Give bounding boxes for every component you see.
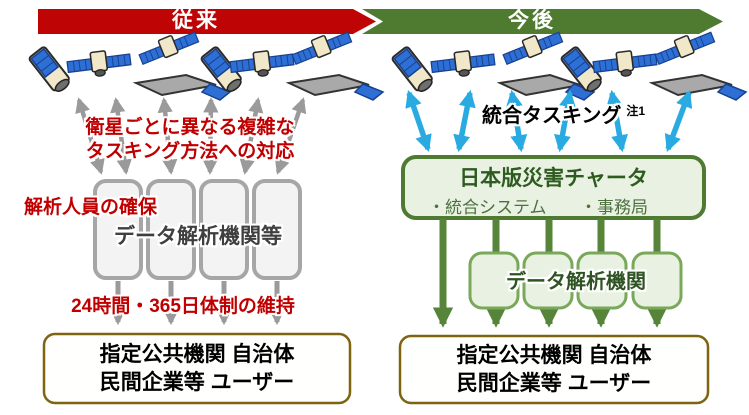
- analysis-org-box: [146, 179, 196, 280]
- double-arrow-icon: [75, 97, 105, 175]
- user-box-left-line2: 民間企業等 ユーザー: [99, 370, 295, 394]
- blue-tasking-arrows: [405, 89, 693, 153]
- double-arrow-icon: [606, 89, 628, 153]
- user-box-left-line1: 指定公共機関 自治体: [99, 342, 295, 366]
- analysis-org-box: [576, 251, 628, 310]
- integrated-tasking-label: 統合タスキング注1: [482, 99, 645, 128]
- satellite-icon: [390, 45, 437, 96]
- banner-conventional: [38, 9, 376, 34]
- user-box-right: [398, 334, 710, 405]
- analysis-org-label-left: データ解析機関等: [114, 225, 282, 248]
- satellite-icon: [27, 45, 74, 96]
- double-arrow-icon: [274, 97, 307, 175]
- problem-tasking-line2: タスキング方法への対応: [85, 141, 295, 162]
- analysis-org-box: [93, 179, 143, 280]
- satellite-icon: [429, 46, 498, 82]
- banner-future: [362, 9, 723, 34]
- user-box-right-label: 指定公共機関 自治体 民間企業等 ユーザー: [400, 336, 708, 403]
- banner-future-label: 今後: [508, 9, 556, 32]
- analysis-org-box: [631, 251, 683, 310]
- analysis-org-box: [199, 179, 249, 280]
- problem-operation-label: 24時間・365日体制の維持: [71, 296, 295, 317]
- charter-box: [401, 155, 706, 220]
- double-arrow-icon: [664, 90, 693, 152]
- double-arrow-icon: [157, 97, 178, 175]
- analysis-org-boxes-right: [468, 251, 683, 310]
- charter-title: 日本版災害チャータ: [459, 167, 648, 190]
- gray-uplink-arrows: [75, 97, 307, 175]
- double-arrow-icon: [239, 97, 264, 175]
- double-arrow-icon: [554, 89, 576, 153]
- user-box-left: [42, 332, 352, 405]
- problem-personnel-label: 解析人員の確保: [24, 197, 158, 218]
- satellite-icon: [65, 46, 134, 82]
- double-arrow-icon: [202, 97, 219, 175]
- user-box-right-line1: 指定公共機関 自治体: [456, 343, 652, 367]
- user-box-right-line2: 民間企業等 ユーザー: [456, 371, 652, 395]
- double-arrow-icon: [110, 97, 132, 175]
- problem-tasking-label: 衛星ごとに異なる複雑な タスキング方法への対応: [70, 116, 310, 164]
- charter-item-system: ・統合システム: [428, 198, 547, 217]
- satellite-icon: [650, 25, 748, 102]
- problem-tasking-line1: 衛星ごとに異なる複雑な: [85, 117, 295, 138]
- analysis-org-boxes-left: [93, 179, 302, 280]
- integrated-tasking-text: 統合タスキング: [482, 105, 622, 127]
- user-box-left-label: 指定公共機関 自治体 民間企業等 ユーザー: [44, 334, 350, 403]
- analysis-org-box: [468, 251, 520, 310]
- satellite-icon: [287, 25, 385, 102]
- analysis-org-box: [522, 251, 574, 310]
- gray-delivery-arrows: [109, 281, 286, 326]
- double-arrow-icon: [505, 89, 528, 153]
- analysis-org-box: [252, 179, 302, 280]
- double-arrow-icon: [453, 89, 476, 153]
- tasking-note: 注1: [626, 104, 646, 118]
- banner-conventional-label: 従来: [172, 9, 220, 32]
- charter-item-office: ・事務局: [580, 198, 648, 217]
- analysis-org-label-right: データ解析機関: [506, 271, 646, 293]
- double-arrow-icon: [405, 89, 432, 153]
- satellite-icon: [591, 46, 660, 82]
